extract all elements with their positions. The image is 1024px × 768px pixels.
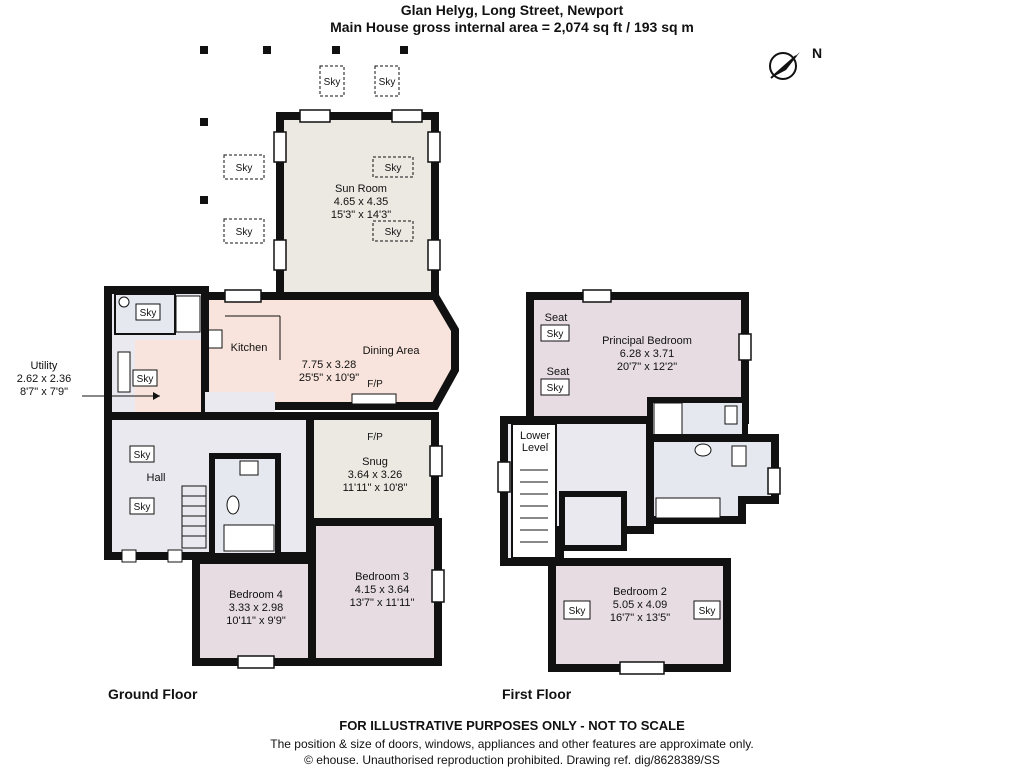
seat-label: Seat (547, 366, 570, 378)
kitchen-dining-metric: 7.75 x 3.28 (302, 359, 356, 371)
ground-floor-label: Ground Floor (108, 686, 198, 702)
utility-imperial: 8'7" x 7'9" (20, 386, 68, 398)
bedroom-2-imperial: 16'7" x 13'5" (610, 612, 670, 624)
bedroom-4-metric: 3.33 x 2.98 (229, 602, 283, 614)
bedroom-2-name: Bedroom 2 (613, 586, 667, 598)
sun-room (276, 112, 439, 300)
kitchen-dining-imperial: 25'5" x 10'9" (299, 372, 359, 384)
outdoor-skylights: Sky Sky Sky Sky (223, 65, 400, 244)
bedroom-4-name: Bedroom 4 (229, 589, 283, 601)
sky-label: Sky (569, 606, 586, 617)
sun-room-metric: 4.65 x 4.35 (334, 196, 388, 208)
seat-label: Seat (545, 312, 568, 324)
compass-north-arrow-icon: N (769, 45, 822, 80)
lower-level-line1: Lower (520, 430, 550, 442)
outdoor-markers (200, 46, 408, 204)
illustrative-disclaimer: FOR ILLUSTRATIVE PURPOSES ONLY - NOT TO … (339, 718, 685, 733)
snug-metric: 3.64 x 3.26 (348, 469, 402, 481)
sky-label: Sky (385, 163, 402, 174)
snug-name: Snug (362, 456, 388, 468)
principal-bedroom-metric: 6.28 x 3.71 (620, 348, 674, 360)
snug-imperial: 11'11" x 10'8" (343, 482, 408, 494)
sky-label: Sky (699, 606, 716, 617)
sky-label: Sky (134, 502, 151, 513)
snug (306, 412, 439, 526)
bedroom-2-metric: 5.05 x 4.09 (613, 599, 667, 611)
sky-label: Sky (140, 308, 157, 319)
sky-label: Sky (137, 374, 154, 385)
bedroom-3-metric: 4.15 x 3.64 (355, 584, 409, 596)
sky-label: Sky (236, 227, 253, 238)
copyright-notice: © ehouse. Unauthorised reproduction proh… (304, 753, 720, 767)
sky-label: Sky (324, 77, 341, 88)
sky-label: Sky (385, 227, 402, 238)
plan-title: Glan Helyg, Long Street, Newport (400, 2, 624, 18)
approximation-notice: The position & size of doors, windows, a… (270, 737, 754, 751)
utility-name: Utility (31, 360, 58, 372)
sun-room-imperial: 15'3" x 14'3" (331, 209, 391, 221)
plan-area-summary: Main House gross internal area = 2,074 s… (330, 19, 694, 35)
sky-label: Sky (236, 163, 253, 174)
sky-label: Sky (547, 329, 564, 340)
kitchen-name: Kitchen (231, 342, 268, 354)
lower-level-line2: Level (522, 442, 548, 454)
lower-level (511, 423, 557, 559)
hall-name: Hall (147, 472, 166, 484)
sun-room-name: Sun Room (335, 183, 387, 195)
sky-label: Sky (134, 450, 151, 461)
principal-bedroom-name: Principal Bedroom (602, 335, 692, 347)
fireplace-label: F/P (367, 379, 383, 390)
first-floor-label: First Floor (502, 686, 572, 702)
fireplace-label: F/P (367, 432, 383, 443)
bedroom-3-name: Bedroom 3 (355, 571, 409, 583)
compass-label: N (812, 45, 822, 61)
bedroom-4-imperial: 10'11" x 9'9" (226, 615, 286, 627)
dining-area-name: Dining Area (363, 345, 421, 357)
sky-label: Sky (379, 77, 396, 88)
sky-label: Sky (547, 383, 564, 394)
utility-metric: 2.62 x 2.36 (17, 373, 71, 385)
principal-bedroom-imperial: 20'7" x 12'2" (617, 361, 677, 373)
bedroom-3-imperial: 13'7" x 11'11" (350, 597, 415, 609)
